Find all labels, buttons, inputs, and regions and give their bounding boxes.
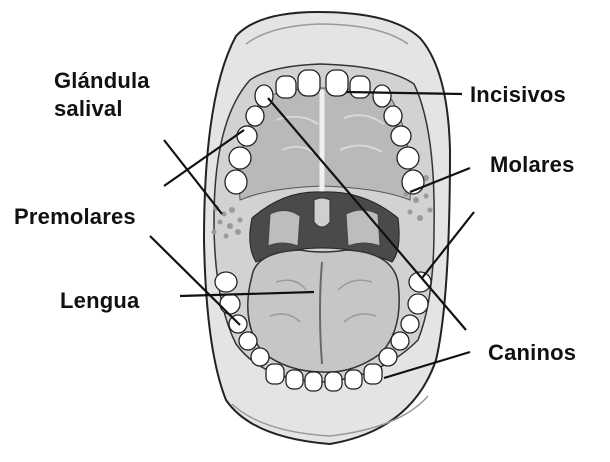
label-glandula-line1: Glándula xyxy=(54,68,150,94)
uvula xyxy=(314,198,330,227)
label-incisivos: Incisivos xyxy=(470,82,566,108)
label-lengua: Lengua xyxy=(60,288,139,314)
tonsil-arch-right xyxy=(346,210,380,246)
tongue-shape xyxy=(248,250,399,372)
tonsil-arch-left xyxy=(268,210,300,246)
label-premolares: Premolares xyxy=(14,204,136,230)
label-caninos: Caninos xyxy=(488,340,576,366)
label-molares: Molares xyxy=(490,152,575,178)
label-glandula-line2: salival xyxy=(54,96,123,122)
